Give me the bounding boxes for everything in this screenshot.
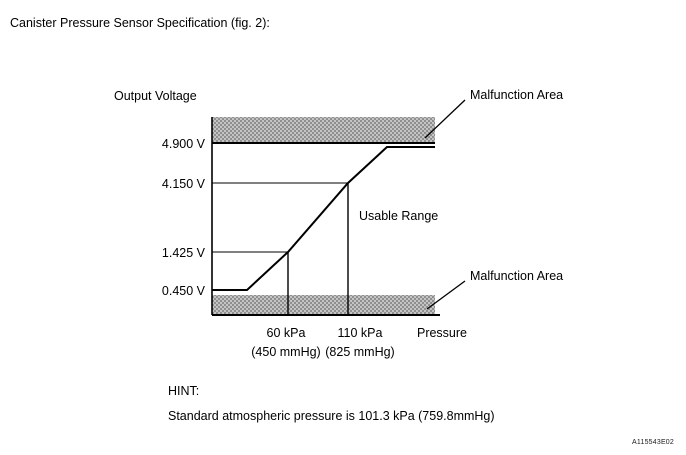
document-reference-code: A115543E02 (632, 439, 674, 446)
upper-malfunction-leader-line (424, 99, 466, 139)
y-axis-title: Output Voltage (114, 89, 197, 103)
figure-container: Output Voltage 4.900 V 4.150 V 1.425 V 0… (0, 60, 686, 380)
x-tick-sublabel-450mmhg: (450 mmHg) (251, 345, 320, 359)
hint-heading: HINT: (168, 384, 200, 398)
x-tick-label-60kpa: 60 kPa (267, 326, 306, 340)
y-tick-label-0450v: 0.450 V (162, 284, 206, 298)
lower-malfunction-label: Malfunction Area (470, 269, 563, 283)
upper-malfunction-label: Malfunction Area (470, 88, 563, 102)
page-title: Canister Pressure Sensor Specification (… (10, 16, 270, 30)
y-tick-label-4150v: 4.150 V (162, 177, 206, 191)
lower-malfunction-band (212, 295, 435, 315)
x-tick-label-110kpa: 110 kPa (338, 326, 383, 340)
sensor-output-curve (212, 146, 435, 291)
lower-malfunction-leader-line (426, 280, 466, 310)
y-tick-label-4900v: 4.900 V (162, 137, 206, 151)
y-tick-label-1425v: 1.425 V (162, 246, 206, 260)
usable-range-label: Usable Range (359, 209, 438, 223)
pressure-sensor-spec-chart: Output Voltage 4.900 V 4.150 V 1.425 V 0… (114, 88, 563, 359)
x-axis-title: Pressure (417, 326, 467, 340)
hint-block: HINT: Standard atmospheric pressure is 1… (168, 379, 495, 429)
x-tick-sublabel-825mmhg: (825 mmHg) (325, 345, 394, 359)
upper-malfunction-band (212, 117, 435, 143)
hint-body: Standard atmospheric pressure is 101.3 k… (168, 409, 495, 423)
